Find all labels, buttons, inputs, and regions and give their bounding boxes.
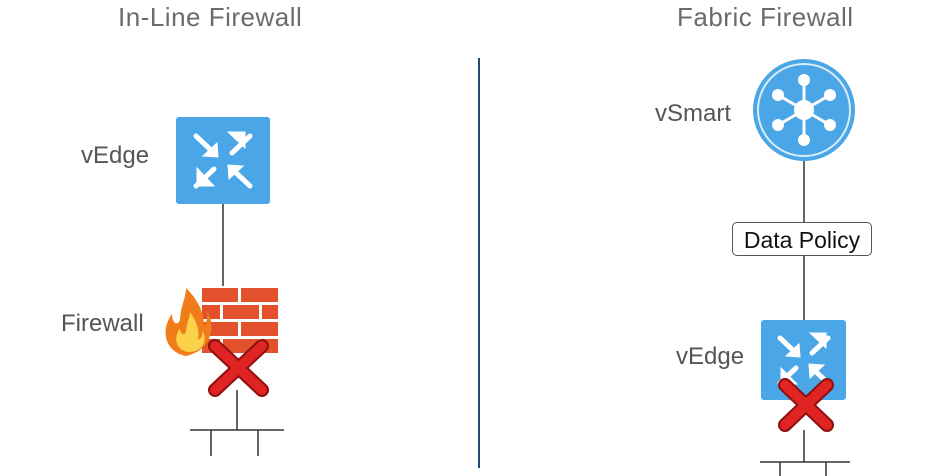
right-router-label: vEdge [676,343,745,370]
flame-icon [165,288,212,356]
vsmart-label: vSmart [655,100,732,127]
right-section-title: Fabric Firewall [677,2,854,32]
cross-icon [208,339,269,397]
firewall-label: Firewall [61,310,144,337]
vsmart-hub-icon [753,59,855,161]
data-policy-box: Data Policy [732,222,872,256]
left-lan-bus [190,429,284,456]
cross-icon [778,378,834,432]
router-icon [176,117,270,204]
left-section-title: In-Line Firewall [118,2,303,32]
left-router-label: vEdge [81,142,150,169]
right-lan-bus [760,461,850,476]
